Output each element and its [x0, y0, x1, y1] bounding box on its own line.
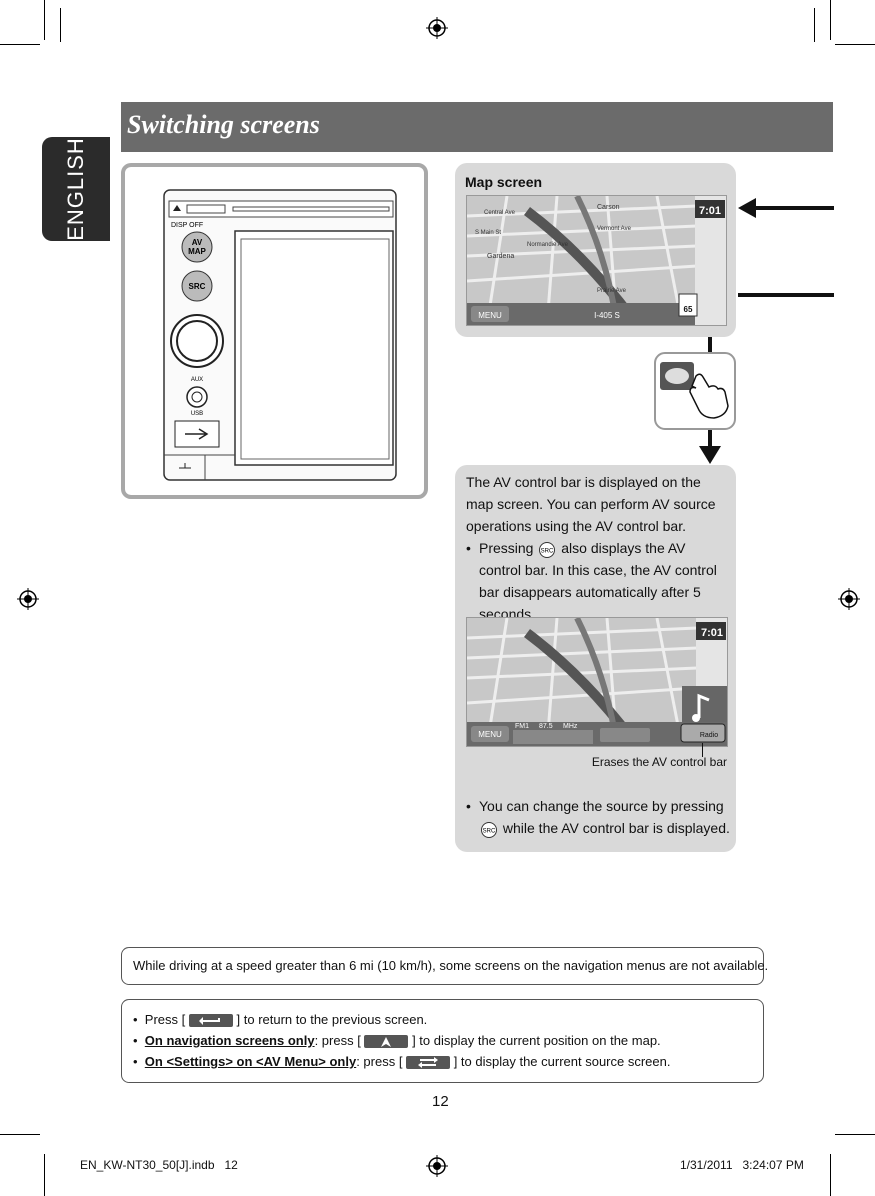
section-header: Switching screens [121, 102, 833, 152]
tip-condition: On navigation screens only [144, 1033, 315, 1048]
map-street-label: Prairie Ave [597, 288, 627, 294]
crop-mark [830, 0, 831, 40]
map-street-label: Vermont Ave [597, 226, 632, 232]
callout-line [702, 743, 703, 757]
pointer-arrow-icon [738, 198, 834, 218]
bullet-text-pre: Pressing [479, 540, 534, 556]
current-position-button-icon [364, 1035, 409, 1049]
change-source-bullet: • You can change the source by pressing … [466, 795, 732, 839]
bullet-dot: • [133, 1033, 142, 1048]
radio-frequency-unit: MHz [563, 723, 578, 730]
radio-band: FM1 [515, 723, 529, 730]
map-screen-image: Central Ave S Main St Vermont Ave Norman… [466, 195, 727, 326]
tip-text: ] to display the current source screen. [453, 1054, 671, 1069]
down-arrow-icon [699, 446, 721, 464]
current-street: I-405 S [594, 311, 620, 320]
crop-mark [835, 1134, 875, 1135]
disp-off-label: DISP OFF [171, 222, 203, 229]
map-street-label: Normandie Ave [527, 242, 569, 248]
tip-item: • Press [ ] to return to the previous sc… [133, 1012, 428, 1028]
map-street-label: S Main St [475, 230, 501, 236]
unit-illustration-frame: DISP OFF AV MAP SRC AUX USB [121, 163, 428, 499]
crop-mark [814, 8, 815, 42]
radio-button-label: Radio [700, 732, 718, 739]
tip-item: • On <Settings> on <AV Menu> only: press… [133, 1054, 671, 1070]
crop-mark [830, 1154, 831, 1196]
crop-mark [44, 0, 45, 40]
map-street-label: Gardena [487, 253, 514, 260]
map-screen-label: Map screen [465, 174, 543, 190]
bullet-dot: • [466, 540, 471, 556]
clock-time: 7:01 [701, 627, 723, 639]
section-title: Switching screens [127, 110, 320, 139]
pointer-line [738, 293, 834, 297]
tip-text: : press [ [314, 1033, 361, 1048]
map-menu-button[interactable]: MENU [478, 311, 502, 320]
bullet-dot: • [133, 1054, 142, 1069]
aux-label: AUX [191, 377, 203, 383]
language-label: ENGLISH [63, 137, 88, 241]
map-graphic: Central Ave S Main St Vermont Ave Norman… [467, 196, 726, 325]
bullet-dot: • [466, 798, 471, 814]
usb-label: USB [191, 411, 203, 417]
tip-text: : press [ [356, 1054, 403, 1069]
page-number: 12 [432, 1093, 449, 1110]
crop-mark [44, 1154, 45, 1196]
tips-box: • Press [ ] to return to the previous sc… [121, 999, 764, 1083]
registration-mark-icon [426, 17, 448, 39]
crop-mark [0, 1134, 40, 1135]
tip-text: Press [ [144, 1012, 186, 1027]
map-button-label: MAP [188, 247, 206, 256]
map-screen-panel: Map screen Central Ave S Main St Vermont… [455, 163, 736, 337]
registration-mark-icon [426, 1155, 448, 1177]
speed-limit: 65 [684, 305, 693, 314]
src-button-icon: SRC [539, 542, 556, 559]
tip-text: ] to return to the previous screen. [236, 1012, 428, 1027]
back-button-icon [188, 1014, 233, 1028]
crop-mark [835, 44, 875, 45]
change-source-text-post: while the AV control bar is displayed. [502, 820, 730, 836]
erase-callout: Erases the AV control bar [591, 755, 727, 769]
description-intro: The AV control bar is displayed on the m… [466, 474, 716, 534]
svg-text:SRC: SRC [483, 829, 496, 835]
hd-button-press-icon [654, 352, 736, 430]
head-unit-illustration: DISP OFF AV MAP SRC AUX USB [163, 189, 397, 481]
driving-caution-box: While driving at a speed greater than 6 … [121, 947, 768, 985]
footer-file-info: EN_KW-NT30_50[J].indb 12 [80, 1158, 238, 1172]
av-button-label: AV [192, 238, 203, 247]
tip-item: • On navigation screens only: press [ ] … [133, 1033, 661, 1049]
bullet-dot: • [133, 1012, 142, 1027]
description-panel: The AV control bar is displayed on the m… [455, 465, 736, 852]
src-button-label: SRC [189, 282, 206, 291]
registration-mark-icon [838, 588, 860, 610]
connector-line [708, 430, 712, 450]
radio-frequency: 87.5 [539, 723, 553, 730]
map-street-label: Central Ave [484, 210, 516, 216]
footer-date: 1/31/2011 3:24:07 PM [680, 1158, 804, 1172]
map-street-label: Carson [597, 204, 620, 211]
change-source-text-pre: You can change the source by pressing [479, 798, 724, 814]
driving-caution-text: While driving at a speed greater than 6 … [133, 958, 769, 973]
bullet-text-post: also displays the AV control bar. In thi… [479, 540, 717, 622]
svg-text:SRC: SRC [541, 549, 554, 555]
language-tab: ENGLISH [42, 137, 110, 241]
av-screen-graphic: 7:01 MENU FM1 87.5 MHz Radio [467, 618, 727, 746]
crop-mark [60, 8, 61, 42]
src-button-icon: SRC [481, 822, 497, 839]
source-screen-button-icon [406, 1056, 451, 1070]
connector-line [708, 337, 712, 355]
crop-mark [0, 44, 40, 45]
av-control-screen-image: 7:01 MENU FM1 87.5 MHz Radio [466, 617, 728, 747]
av-menu-button[interactable]: MENU [478, 730, 502, 739]
tip-condition: On <Settings> on <AV Menu> only [144, 1054, 357, 1069]
description-bullet: • Pressing SRC also displays the AV cont… [466, 537, 728, 625]
tip-text: ] to display the current position on the… [412, 1033, 661, 1048]
registration-mark-icon [17, 588, 39, 610]
clock-time: 7:01 [699, 205, 721, 217]
